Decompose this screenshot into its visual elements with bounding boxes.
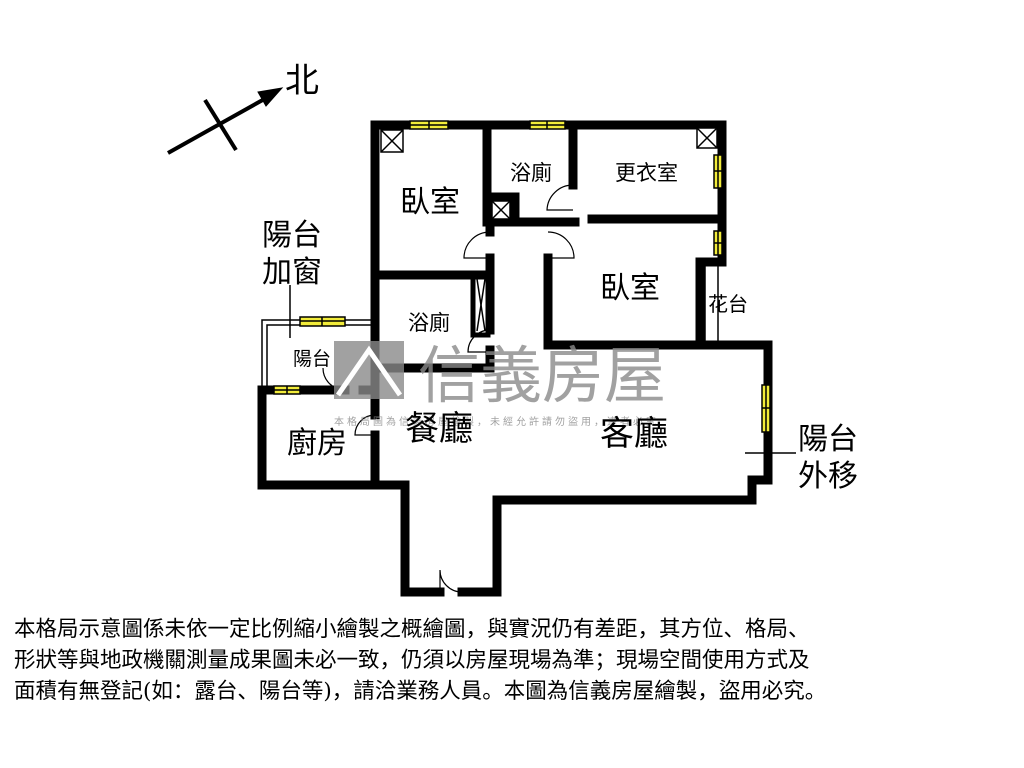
disclaimer-line: 本格局示意圖係未依一定比例縮小繪製之概繪圖，與實況仍有差距，其方位、格局、: [14, 617, 810, 642]
room-kitchen: 廚房: [287, 426, 347, 461]
closet-sliding-door: [591, 215, 615, 222]
watermark-brand: 信義房屋: [418, 339, 666, 412]
annotation-balcony-moved-1: 陽台: [798, 422, 858, 457]
compass-cross-line: [203, 98, 238, 152]
north-label: 北: [285, 61, 319, 101]
room-bathroom-2: 浴廁: [408, 311, 450, 335]
room-living: 客廳: [600, 414, 668, 454]
room-balcony: 陽台: [293, 348, 331, 370]
door-bathroom-2: [467, 329, 491, 353]
shafts: [380, 127, 718, 332]
room-flower-platform: 花台: [708, 292, 748, 316]
doors[interactable]: [322, 184, 615, 593]
compass-arrow-shaft: [167, 95, 269, 155]
annotation-balcony-window-1: 陽台: [262, 218, 322, 253]
room-bathroom-1: 浴廁: [510, 161, 552, 185]
door-kitchen: [354, 414, 376, 436]
door-bedroom-1: [463, 231, 491, 259]
room-walk-in-closet: 更衣室: [615, 161, 678, 185]
north-arrow-icon: [257, 87, 284, 107]
room-bedroom-2: 臥室: [600, 271, 660, 306]
disclaimer-line: 面積有無登記(如：露台、陽台等)，請洽業務人員。本圖為信義房屋繪製，盜用必究。: [14, 679, 827, 704]
compass: [167, 87, 284, 155]
room-bedroom-1: 臥室: [400, 185, 460, 220]
annotation-balcony-moved-2: 外移: [798, 459, 858, 494]
door-bedroom-2: [547, 231, 575, 259]
windows: [273, 120, 771, 433]
annotation-balcony-window-2: 加窗: [262, 255, 322, 290]
watermark: 信義房屋 本格局圖為信義房屋繪製，未經允許請勿盜用，違者必究: [334, 339, 666, 428]
disclaimer-line: 形狀等與地政機關測量成果圖未必一致，仍須以房屋現場為準；現場空間使用方式及: [14, 648, 810, 673]
door-bathroom-1: [546, 184, 574, 211]
door-entrance: [439, 569, 463, 593]
watermark-notice: 本格局圖為信義房屋繪製，未經允許請勿盜用，違者必究: [334, 415, 659, 428]
disclaimer: 本格局示意圖係未依一定比例縮小繪製之概繪圖，與實況仍有差距，其方位、格局、 形狀…: [14, 614, 1014, 707]
room-dining: 餐廳: [405, 409, 473, 449]
